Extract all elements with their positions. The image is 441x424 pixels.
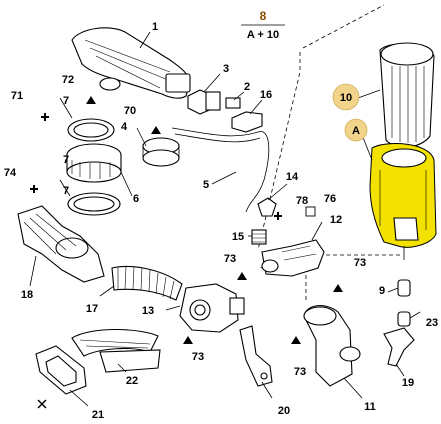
callout-14: 14 <box>286 171 299 183</box>
header-code: 8 A + 10 <box>241 9 285 41</box>
part-5-hose <box>171 127 270 213</box>
callout-10: 10 <box>340 92 352 104</box>
triangle-marker-73a <box>237 272 247 280</box>
callout-18: 18 <box>21 289 33 301</box>
cross-marker-78 <box>274 212 282 220</box>
part-9-grommet <box>397 279 411 297</box>
header-code-sub: A + 10 <box>247 29 279 41</box>
callout-71: 71 <box>11 90 23 102</box>
callout-7a: 7 <box>63 95 69 107</box>
cross-marker-21 <box>37 399 47 409</box>
callout-78: 78 <box>296 195 308 207</box>
triangle-marker-72 <box>86 96 96 104</box>
part-23-grommet <box>397 311 411 327</box>
callout-17: 17 <box>86 303 98 315</box>
box-marker-76 <box>305 206 316 217</box>
part-2-clip <box>225 97 241 109</box>
callout-11: 11 <box>364 401 376 413</box>
part-11-elbow-hose <box>303 305 361 387</box>
triangle-marker-73d <box>291 336 301 344</box>
part-7-seal-lower <box>67 192 121 216</box>
cross-marker-74 <box>30 185 38 193</box>
callout-3: 3 <box>223 63 229 75</box>
part-16-bracket <box>231 111 263 133</box>
part-3-sensor <box>187 89 221 115</box>
callout-13: 13 <box>142 305 154 317</box>
callout-5: 5 <box>203 179 209 191</box>
callout-7b: 7 <box>63 154 69 166</box>
callout-19: 19 <box>402 377 414 389</box>
part-13-throttle-body <box>179 283 245 333</box>
callout-76: 76 <box>324 193 336 205</box>
triangle-marker-73c <box>183 336 193 344</box>
callout-6: 6 <box>133 193 139 205</box>
part-21-gasket <box>35 345 87 395</box>
callout-73a: 73 <box>224 253 236 265</box>
part-14-valve <box>257 197 277 217</box>
part-4-ring <box>142 137 180 167</box>
callout-74: 74 <box>4 167 17 179</box>
callout-15: 15 <box>232 231 244 243</box>
callout-1: 1 <box>152 21 158 33</box>
part-12-sensor-body <box>261 239 325 277</box>
callout-labels: 1 3 2 16 72 71 7 70 4 7 74 5 6 7 14 78 7… <box>4 21 438 421</box>
part-7-seal-upper <box>67 118 115 142</box>
header-code-number: 8 <box>260 9 267 23</box>
part-15-spring <box>251 229 267 245</box>
callout-22: 22 <box>126 375 138 387</box>
part-18-elbow <box>17 205 105 283</box>
callout-21: 21 <box>92 409 104 421</box>
part-20-bracket <box>239 325 273 387</box>
triangle-marker-70 <box>151 126 161 134</box>
callout-72: 72 <box>62 74 74 86</box>
triangle-marker-73b <box>333 284 343 292</box>
part-10-filter <box>379 42 435 148</box>
tag-10: 10 <box>332 83 360 111</box>
callout-23: 23 <box>426 317 438 329</box>
callout-73d: 73 <box>294 366 306 378</box>
callout-7c: 7 <box>63 185 69 197</box>
part-6-flange <box>66 143 122 183</box>
part-1-intake-duct <box>71 27 191 99</box>
tag-a: A <box>344 118 368 142</box>
part-17-corrugated-hose <box>111 266 183 301</box>
callout-9: 9 <box>379 285 385 297</box>
callout-16: 16 <box>260 89 272 101</box>
symbols <box>30 96 343 409</box>
callout-a: A <box>352 125 360 137</box>
callout-73b: 73 <box>354 257 366 269</box>
callout-70: 70 <box>124 105 136 117</box>
callout-20: 20 <box>278 405 290 417</box>
part-a-filter-housing <box>369 143 437 260</box>
callout-4: 4 <box>121 121 128 133</box>
callout-73c: 73 <box>192 351 204 363</box>
callout-12: 12 <box>330 214 342 226</box>
callout-2: 2 <box>244 81 250 93</box>
part-22-duct <box>71 328 161 373</box>
cross-marker-71 <box>41 113 49 121</box>
part-19-bracket <box>383 327 415 367</box>
